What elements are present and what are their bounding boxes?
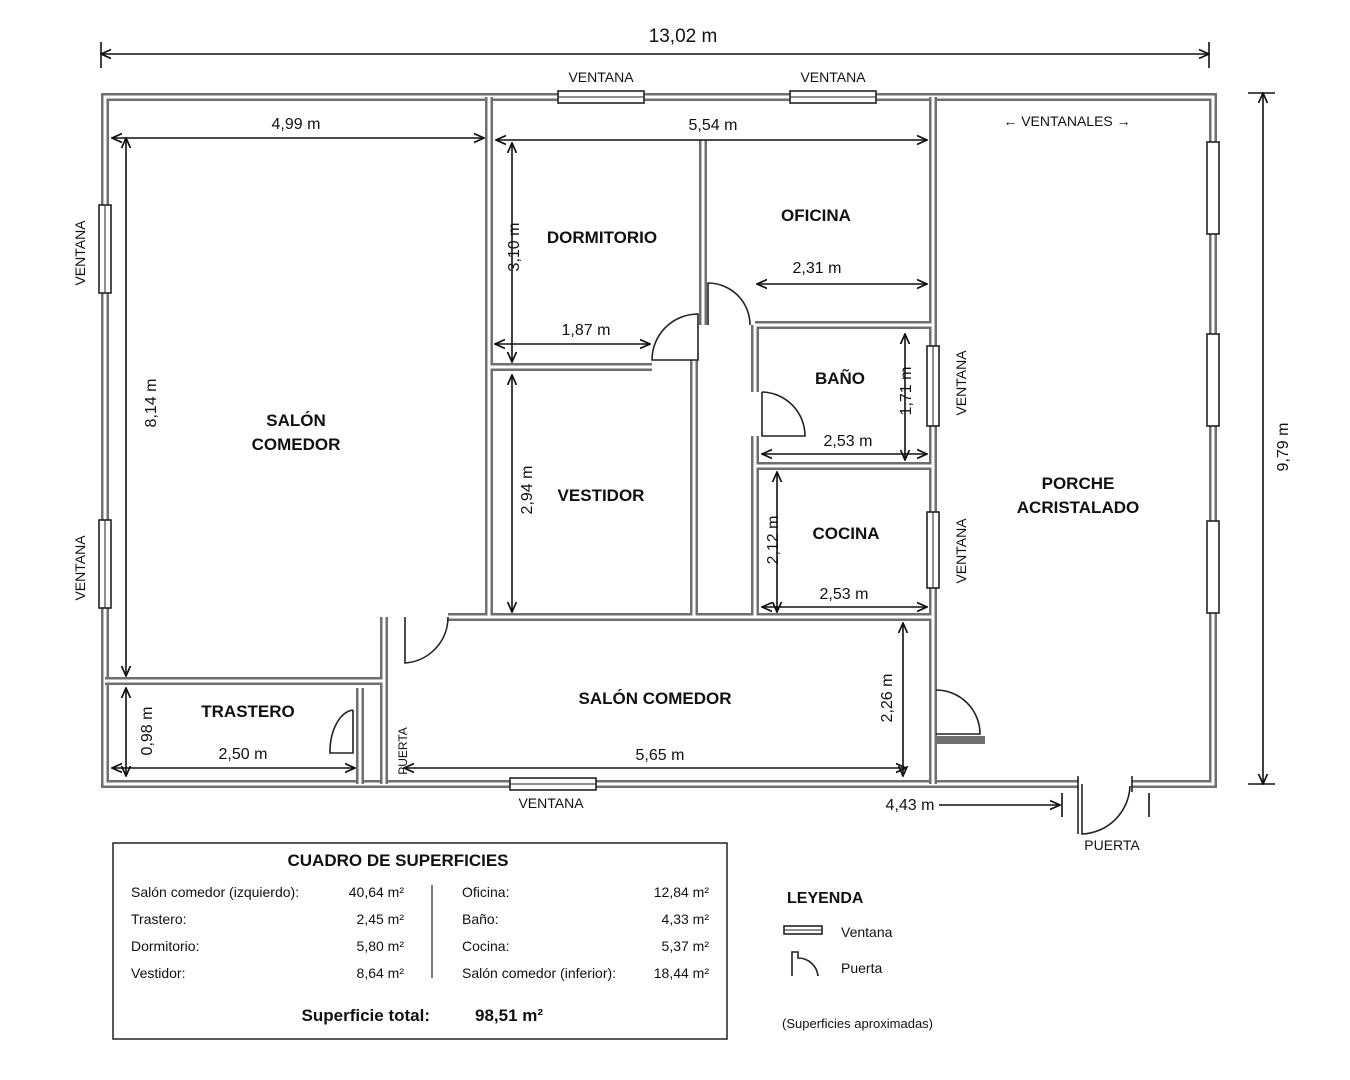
ventanal-2 xyxy=(1206,333,1220,427)
table-row-area: 8,64 m² xyxy=(357,965,405,981)
room-vestidor: VESTIDOR xyxy=(558,486,645,505)
dimension-lines xyxy=(101,42,1275,817)
legend-door-icon xyxy=(791,951,819,977)
dim-cocina-width: 2,53 m xyxy=(820,586,869,603)
surface-table: CUADRO DE SUPERFICIES Salón comedor (izq… xyxy=(112,842,728,1040)
label-ventana-top-2: VENTANA xyxy=(800,69,866,85)
ventanal-3 xyxy=(1206,520,1220,614)
label-ventana-left-2: VENTANA xyxy=(72,535,88,601)
table-title: CUADRO DE SUPERFICIES xyxy=(287,851,508,870)
table-row-name: Dormitorio: xyxy=(131,938,199,954)
dim-upper-width: 5,54 m xyxy=(689,117,738,134)
dim-salon-inf-height: 2,26 m xyxy=(879,674,896,723)
table-row-name: Baño: xyxy=(462,911,499,927)
walls xyxy=(101,93,1217,792)
dim-oficina-width: 2,31 m xyxy=(793,260,842,277)
table-row-area: 4,33 m² xyxy=(662,911,710,927)
table-row-name: Salón comedor (izquierdo): xyxy=(131,884,299,900)
ventanal-1 xyxy=(1206,141,1220,235)
room-cocina: COCINA xyxy=(812,524,879,543)
room-salon-line1: SALÓN xyxy=(266,411,326,430)
room-porche-line2: ACRISTALADO xyxy=(1017,498,1139,517)
door-porche xyxy=(935,689,981,735)
label-puerta-salon: PUERTA xyxy=(396,727,410,775)
door-trastero xyxy=(329,709,354,754)
total-value: 98,51 m² xyxy=(475,1006,543,1025)
room-salon-inferior: SALÓN COMEDOR xyxy=(579,689,732,708)
dim-total-height: 9,79 m xyxy=(1275,423,1292,472)
table-row-area: 5,80 m² xyxy=(357,938,405,954)
table-row-area: 40,64 m² xyxy=(349,884,405,900)
room-trastero: TRASTERO xyxy=(201,702,295,721)
table-row-name: Trastero: xyxy=(131,911,187,927)
table-row-name: Salón comedor (inferior): xyxy=(462,965,616,981)
dim-total-width: 13,02 m xyxy=(649,26,718,47)
door-dormitorio xyxy=(651,313,699,361)
door-bano xyxy=(761,391,806,437)
label-ventanales: ← VENTANALES → xyxy=(1003,113,1130,129)
table-row-name: Oficina: xyxy=(462,884,509,900)
legend: LEYENDA Ventana Puerta (Superficies apro… xyxy=(782,890,933,1031)
dim-dorm-height: 3,10 m xyxy=(506,223,523,272)
dim-porche-door: 4,43 m xyxy=(886,797,935,814)
dim-bano-height: 1,71 m xyxy=(898,367,915,416)
table-row-area: 12,84 m² xyxy=(654,884,710,900)
total-label: Superficie total: xyxy=(302,1006,430,1025)
table-row-name: Vestidor: xyxy=(131,965,185,981)
table-row-area: 5,37 m² xyxy=(662,938,710,954)
room-porche-line1: PORCHE xyxy=(1042,474,1115,493)
door-exterior xyxy=(1081,784,1131,835)
dim-dorm-width: 1,87 m xyxy=(562,322,611,339)
dim-bano-width: 2,53 m xyxy=(824,433,873,450)
door-salon-inferior xyxy=(404,616,449,664)
windows xyxy=(98,90,1220,791)
label-ventana-left-1: VENTANA xyxy=(72,220,88,286)
room-dormitorio: DORMITORIO xyxy=(547,228,657,247)
legend-window-label: Ventana xyxy=(841,924,893,940)
legend-title: LEYENDA xyxy=(787,890,864,907)
label-ventana-cocina: VENTANA xyxy=(953,518,969,584)
dim-salon-width: 4,99 m xyxy=(272,116,321,133)
table-row-area: 2,45 m² xyxy=(357,911,405,927)
room-oficina: OFICINA xyxy=(781,206,851,225)
legend-note: (Superficies aproximadas) xyxy=(782,1016,933,1031)
dimension-labels: 13,02 m 9,79 m 4,99 m 8,14 m 5,54 m 3,10… xyxy=(139,26,1292,814)
label-puerta-exterior: PUERTA xyxy=(1084,837,1140,853)
dim-trastero-height: 0,98 m xyxy=(139,707,156,756)
room-bano: BAÑO xyxy=(815,368,865,388)
dim-salon-inf-width: 5,65 m xyxy=(636,747,685,764)
opening-labels: VENTANA VENTANA ← VENTANALES → VENTANA V… xyxy=(72,69,1140,853)
dim-vestidor-height: 2,94 m xyxy=(519,466,536,515)
label-ventana-bano: VENTANA xyxy=(953,350,969,416)
legend-door-label: Puerta xyxy=(841,960,882,976)
table-row-name: Cocina: xyxy=(462,938,509,954)
doors xyxy=(329,282,1133,835)
room-salon-line2: COMEDOR xyxy=(252,435,341,454)
table-row-area: 18,44 m² xyxy=(654,965,710,981)
room-labels: SALÓN COMEDOR DORMITORIO OFICINA BAÑO VE… xyxy=(201,206,1139,721)
label-ventana-top-1: VENTANA xyxy=(568,69,634,85)
dim-trastero-width: 2,50 m xyxy=(219,746,268,763)
dim-salon-height: 8,14 m xyxy=(143,379,160,428)
door-oficina xyxy=(707,282,751,326)
label-ventana-bottom: VENTANA xyxy=(518,795,584,811)
dim-cocina-height: 2,12 m xyxy=(765,516,782,565)
